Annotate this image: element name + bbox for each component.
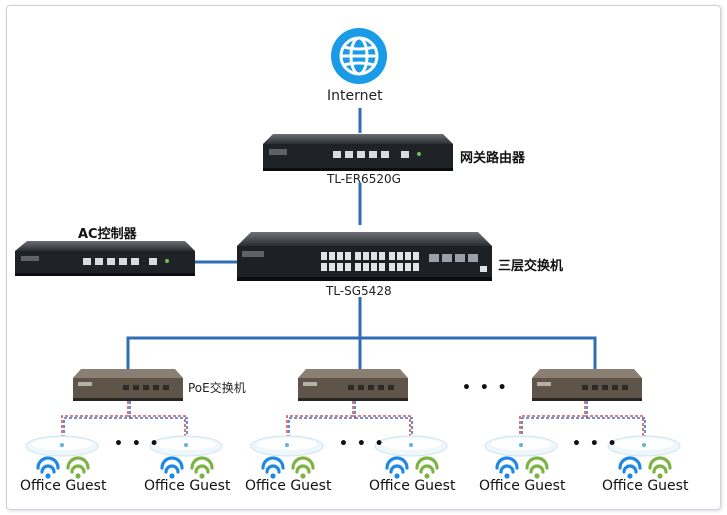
core-switch-role: 三层交换机 [498, 259, 564, 274]
poe-switch-2 [298, 369, 408, 401]
access-point [149, 434, 223, 462]
poe-role: PoE交换机 [188, 381, 246, 395]
poe-switch-3 [532, 369, 642, 401]
gateway-role: 网关路由器 [460, 151, 526, 166]
access-point [374, 434, 448, 462]
cable-group-1 [61, 401, 188, 442]
access-point [484, 434, 558, 462]
cable-group-3 [519, 401, 646, 442]
ac-role: AC控制器 [78, 227, 137, 242]
core-switch-model: TL-SG5428 [326, 284, 392, 298]
wifi-guest-icon [523, 455, 551, 483]
wifi-office-icon [616, 455, 644, 483]
access-point [25, 434, 99, 462]
ap-ssid-label: Office Guest [479, 478, 566, 494]
gateway-router-device [263, 134, 453, 171]
access-point [250, 434, 324, 462]
wifi-office-icon [158, 455, 186, 483]
cable-group-2 [286, 401, 413, 442]
ac-controller-device [15, 241, 195, 276]
ap-ssid-label: Office Guest [20, 478, 107, 494]
wifi-guest-icon [413, 455, 441, 483]
poe-switch-1 [73, 369, 183, 401]
access-point [607, 434, 681, 462]
ap-ssid-label: Office Guest [144, 478, 231, 494]
diagram-frame [6, 5, 721, 510]
wifi-office-icon [34, 455, 62, 483]
globe-icon [331, 28, 387, 84]
wifi-guest-icon [646, 455, 674, 483]
wifi-guest-icon [289, 455, 317, 483]
wifi-office-icon [259, 455, 287, 483]
more-switches-ellipsis: • • • [462, 380, 509, 396]
wifi-guest-icon [64, 455, 92, 483]
more-aps-ellipsis: • • • [114, 436, 161, 452]
wifi-guest-icon [188, 455, 216, 483]
gateway-model: TL-ER6520G [327, 172, 401, 186]
ap-ssid-label: Office Guest [369, 478, 456, 494]
more-aps-ellipsis: • • • [339, 436, 386, 452]
wifi-office-icon [383, 455, 411, 483]
ap-ssid-label: Office Guest [245, 478, 332, 494]
wifi-office-icon [493, 455, 521, 483]
more-aps-ellipsis: • • • [572, 436, 619, 452]
internet-label: Internet [327, 88, 383, 104]
core-switch-device [237, 232, 492, 281]
ap-ssid-label: Office Guest [602, 478, 689, 494]
